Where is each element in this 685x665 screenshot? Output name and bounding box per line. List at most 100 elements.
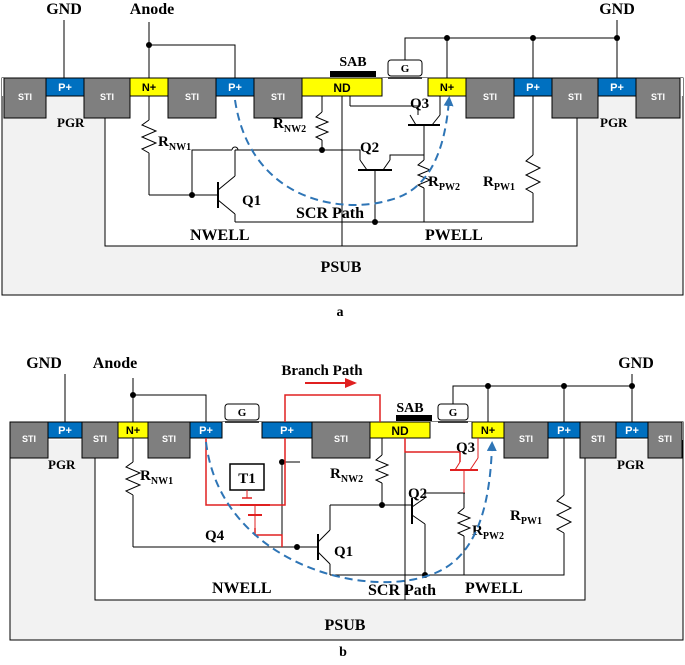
sti-a5: STI — [465, 77, 515, 119]
svg-text:ND: ND — [391, 424, 409, 438]
p-plus-a2: P+ — [215, 77, 255, 97]
label-t1: T1 — [238, 471, 256, 487]
svg-text:STI: STI — [22, 434, 36, 444]
n-plus-b2: N+ — [471, 421, 505, 439]
p-plus-b1: P+ — [47, 421, 83, 439]
svg-text:P+: P+ — [280, 425, 294, 437]
resistor-rnw1-b — [124, 461, 142, 496]
gate-b1 — [224, 403, 260, 421]
sti-a4: STI — [253, 77, 303, 119]
sab-layer-b — [396, 415, 432, 421]
p-plus-b5: P+ — [615, 421, 649, 439]
svg-text:STI: STI — [18, 92, 32, 102]
anode-label-a: Anode — [130, 1, 174, 18]
nd-b: ND — [369, 421, 431, 439]
pgr-label-a-right: PGR — [600, 115, 628, 130]
gate-label-a: G — [401, 63, 410, 75]
sti-b6: STI — [579, 421, 617, 459]
svg-text:P+: P+ — [228, 82, 242, 94]
resistor-rnw2-a — [314, 111, 330, 141]
svg-text:STI: STI — [568, 92, 582, 102]
resistor-rpw1-b — [555, 494, 573, 534]
branch-path-wire — [284, 394, 381, 422]
psub-label-b: PSUB — [325, 617, 366, 634]
n-plus-a1: N+ — [129, 77, 169, 97]
resistor-rpw2-a — [416, 159, 432, 189]
svg-text:N+: N+ — [440, 82, 454, 94]
svg-text:N+: N+ — [481, 425, 495, 437]
p-plus-b2: P+ — [189, 421, 223, 439]
svg-text:STI: STI — [591, 434, 605, 444]
anode-label-b: Anode — [93, 355, 137, 372]
n-plus-a2: N+ — [427, 77, 467, 97]
svg-text:P+: P+ — [526, 82, 540, 94]
sti-a2: STI — [83, 77, 131, 119]
svg-text:STI: STI — [100, 92, 114, 102]
label-q2-a: Q2 — [360, 140, 379, 156]
gnd-label-a-left: GND — [46, 1, 82, 18]
svg-text:STI: STI — [651, 92, 665, 102]
svg-text:ND: ND — [333, 81, 351, 95]
svg-text:P+: P+ — [625, 425, 639, 437]
svg-text:P+: P+ — [610, 82, 624, 94]
label-rnw1-a: RNW1 — [158, 134, 191, 153]
panel-caption-b: b — [339, 645, 347, 660]
p-plus-b3: P+ — [261, 421, 313, 439]
pgr-label-b-right: PGR — [617, 457, 645, 472]
branch-path-label: Branch Path — [281, 363, 363, 379]
panel-b: STI P+ STI N+ STI P+ P+ STI ND N+ STI P+… — [9, 355, 684, 660]
svg-text:P+: P+ — [58, 82, 72, 94]
sti-b5: STI — [503, 421, 549, 459]
sti-b4: STI — [311, 421, 371, 459]
gate-label-b2: G — [449, 407, 458, 419]
nwell-label-a: NWELL — [190, 227, 250, 244]
sti-a3: STI — [167, 77, 217, 119]
label-rpw1-b: RPW1 — [510, 508, 542, 527]
label-rpw2-a: RPW2 — [428, 174, 460, 193]
scr-path-label-a: SCR Path — [296, 205, 364, 222]
resistor-rpw1-a — [524, 154, 542, 194]
label-q3-a: Q3 — [410, 96, 429, 112]
nwell-label-b: NWELL — [212, 580, 272, 597]
label-q3-b: Q3 — [456, 440, 475, 456]
pwell-label-b: PWELL — [465, 580, 523, 597]
n-plus-b1: N+ — [117, 421, 149, 439]
label-rpw1-a: RPW1 — [483, 174, 515, 193]
label-rnw2-a: RNW2 — [273, 116, 306, 135]
svg-text:STI: STI — [162, 434, 176, 444]
sti-a6: STI — [551, 77, 599, 119]
svg-text:P+: P+ — [58, 425, 72, 437]
svg-text:STI: STI — [334, 434, 348, 444]
svg-text:STI: STI — [185, 92, 199, 102]
sti-a1: STI — [3, 77, 47, 119]
p-plus-a1: P+ — [45, 77, 85, 97]
label-rnw1-b: RNW1 — [140, 468, 173, 487]
label-rpw2-b: RPW2 — [472, 523, 504, 542]
label-q1-b: Q1 — [334, 544, 353, 560]
sab-label-b: SAB — [396, 401, 423, 416]
gnd-label-b-left: GND — [26, 355, 62, 372]
svg-text:N+: N+ — [142, 82, 156, 94]
gnd-label-a-right: GND — [599, 1, 635, 18]
svg-text:STI: STI — [658, 434, 672, 444]
sti-b7: STI — [647, 421, 683, 459]
pwell-label-a: PWELL — [425, 227, 483, 244]
sab-label-a: SAB — [339, 55, 366, 70]
pgr-label-b-left: PGR — [48, 457, 76, 472]
svg-text:STI: STI — [519, 434, 533, 444]
svg-text:P+: P+ — [199, 425, 213, 437]
panel-caption-a: a — [337, 305, 344, 320]
nd-a: ND — [301, 77, 383, 97]
label-q1-a: Q1 — [242, 193, 261, 209]
label-q2-b: Q2 — [408, 486, 427, 502]
scr-path-label-b: SCR Path — [368, 582, 436, 599]
p-plus-a4: P+ — [597, 77, 637, 97]
svg-text:STI: STI — [483, 92, 497, 102]
p-plus-b4: P+ — [547, 421, 581, 439]
gnd-label-b-right: GND — [618, 355, 654, 372]
sti-a7: STI — [635, 77, 681, 119]
pgr-label-a-left: PGR — [57, 115, 85, 130]
panel-a: STI P+ STI N+ STI P+ STI ND N+ STI P+ ST… — [1, 1, 684, 320]
